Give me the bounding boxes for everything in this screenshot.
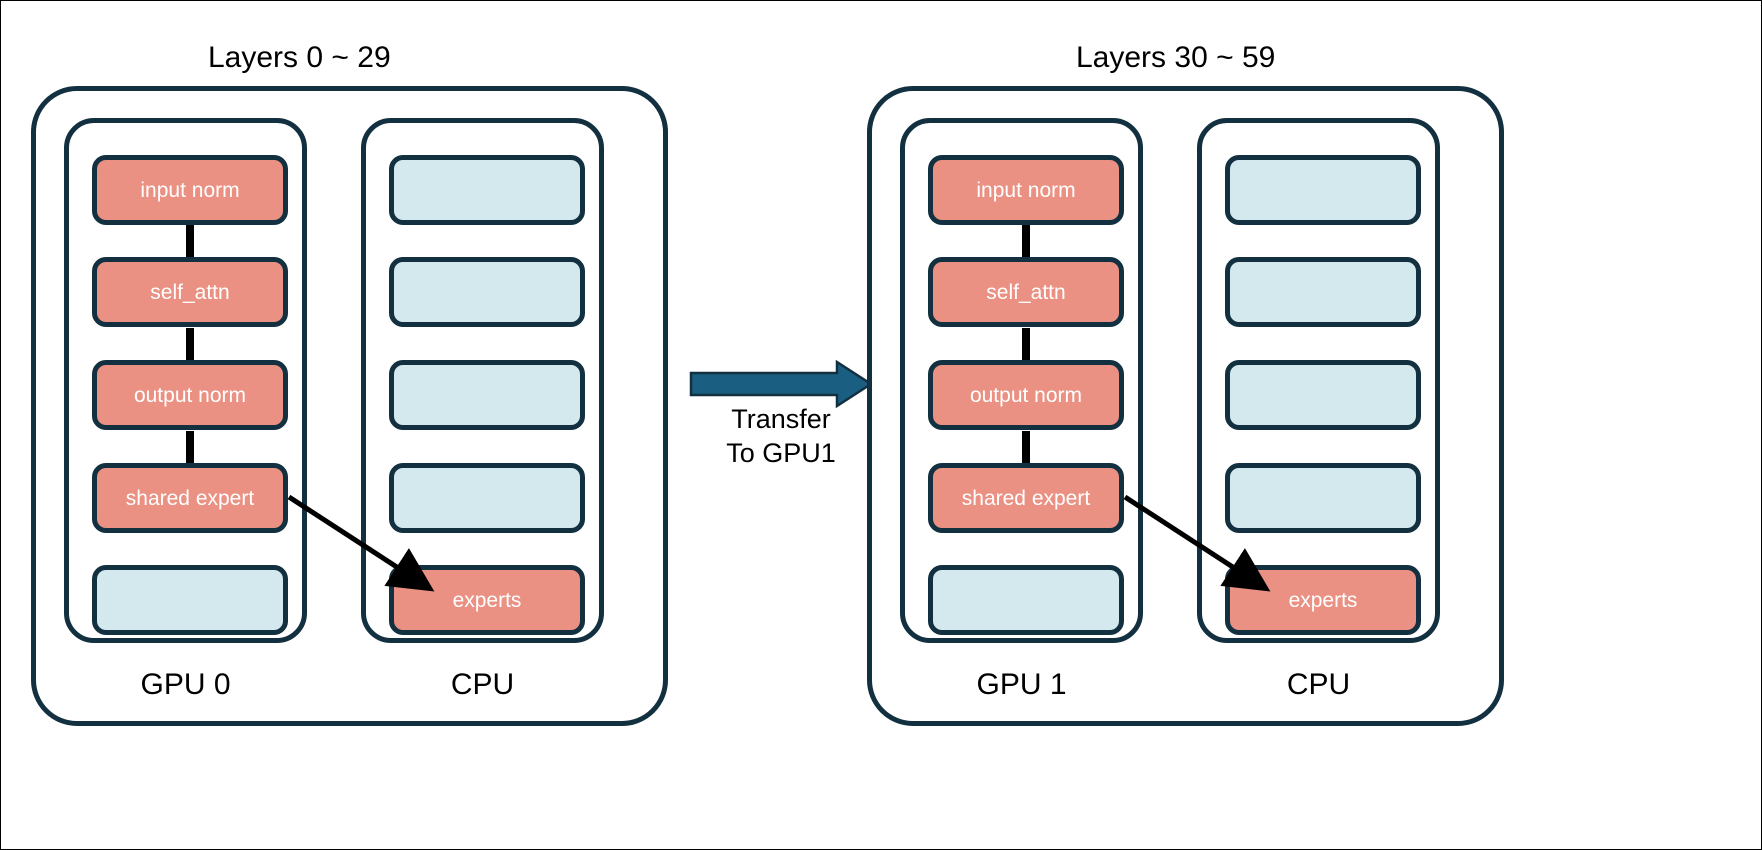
panel-gpu0-group: input norm self_attn output norm shared … <box>31 86 668 726</box>
block-empty-placeholder[interactable] <box>389 463 585 533</box>
panel-title-left: Layers 0 ~ 29 <box>208 41 391 74</box>
down-arrow-icon <box>1022 431 1030 463</box>
column-gpu0: input norm self_attn output norm shared … <box>64 118 307 643</box>
column-cpu1: experts <box>1197 118 1440 643</box>
block-empty-placeholder[interactable] <box>1225 155 1421 225</box>
transfer-arrow-icon <box>689 359 874 409</box>
block-shared-expert[interactable]: shared expert <box>928 463 1124 533</box>
block-output-norm[interactable]: output norm <box>928 360 1124 430</box>
down-arrow-icon <box>186 328 194 360</box>
block-input-norm[interactable]: input norm <box>928 155 1124 225</box>
block-empty-placeholder[interactable] <box>1225 257 1421 327</box>
label-cpu1: CPU <box>1286 668 1351 701</box>
column-gpu1: input norm self_attn output norm shared … <box>900 118 1143 643</box>
label-gpu1: GPU 1 <box>976 668 1067 701</box>
block-empty-placeholder[interactable] <box>92 565 288 635</box>
panel-gpu1-group: input norm self_attn output norm shared … <box>867 86 1504 726</box>
block-shared-expert[interactable]: shared expert <box>92 463 288 533</box>
block-empty-placeholder[interactable] <box>928 565 1124 635</box>
block-empty-placeholder[interactable] <box>1225 463 1421 533</box>
label-cpu0: CPU <box>450 668 515 701</box>
block-empty-placeholder[interactable] <box>1225 360 1421 430</box>
block-self-attn[interactable]: self_attn <box>928 257 1124 327</box>
transfer-label: Transfer To GPU1 <box>726 404 836 468</box>
block-empty-placeholder[interactable] <box>389 360 585 430</box>
down-arrow-icon <box>1022 328 1030 360</box>
block-experts[interactable]: experts <box>389 565 585 635</box>
block-input-norm[interactable]: input norm <box>92 155 288 225</box>
block-empty-placeholder[interactable] <box>389 257 585 327</box>
column-cpu0: experts <box>361 118 604 643</box>
label-gpu0: GPU 0 <box>140 668 231 701</box>
block-experts[interactable]: experts <box>1225 565 1421 635</box>
down-arrow-icon <box>186 431 194 463</box>
block-empty-placeholder[interactable] <box>389 155 585 225</box>
block-self-attn[interactable]: self_attn <box>92 257 288 327</box>
block-output-norm[interactable]: output norm <box>92 360 288 430</box>
panel-title-right: Layers 30 ~ 59 <box>1076 41 1276 74</box>
down-arrow-icon <box>1022 225 1030 257</box>
down-arrow-icon <box>186 225 194 257</box>
